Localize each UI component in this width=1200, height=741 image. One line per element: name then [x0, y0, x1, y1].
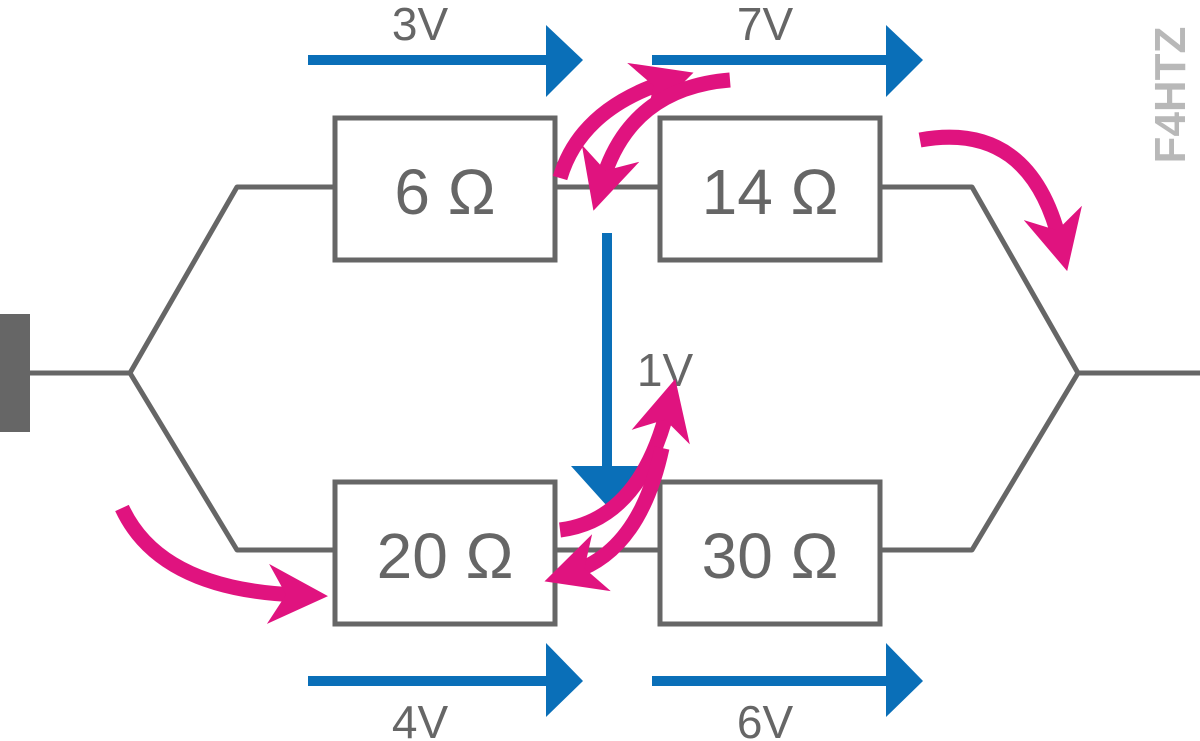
resistor-30-ohm: 30 Ω	[657, 479, 883, 627]
current-arrow-bottom-middle-b	[544, 446, 670, 592]
voltage-label-top-left: 3V	[392, 0, 449, 50]
current-arrow-bottom-left	[115, 504, 328, 624]
resistor-label-14-ohm: 14 Ω	[702, 156, 839, 228]
terminal-block	[0, 314, 30, 432]
current-arrow-bottom-middle-a	[558, 378, 690, 538]
current-arrow-top-right	[918, 129, 1082, 272]
voltage-label-top-right: 7V	[737, 0, 794, 50]
current-arrow-top-left-b	[581, 72, 731, 211]
resistor-label-20-ohm: 20 Ω	[377, 520, 514, 592]
voltage-arrow-middle	[571, 233, 643, 506]
resistor-label-30-ohm: 30 Ω	[702, 520, 839, 592]
voltage-arrow-top-right	[652, 25, 923, 97]
voltage-arrow-bottom-right	[652, 643, 923, 717]
voltage-label-bottom-left: 4V	[392, 696, 449, 741]
resistor-14-ohm: 14 Ω	[657, 115, 883, 263]
resistor-6-ohm: 6 Ω	[332, 115, 558, 263]
watermark: F4HTZ	[1146, 27, 1195, 164]
voltage-label-middle: 1V	[637, 344, 694, 396]
current-arrow-top-left-a	[552, 62, 694, 181]
voltage-arrow-top-left	[308, 25, 583, 97]
voltage-label-bottom-right: 6V	[737, 696, 794, 741]
resistor-20-ohm: 20 Ω	[332, 479, 558, 627]
resistor-label-6-ohm: 6 Ω	[394, 156, 495, 228]
voltage-arrow-bottom-left	[308, 643, 583, 717]
